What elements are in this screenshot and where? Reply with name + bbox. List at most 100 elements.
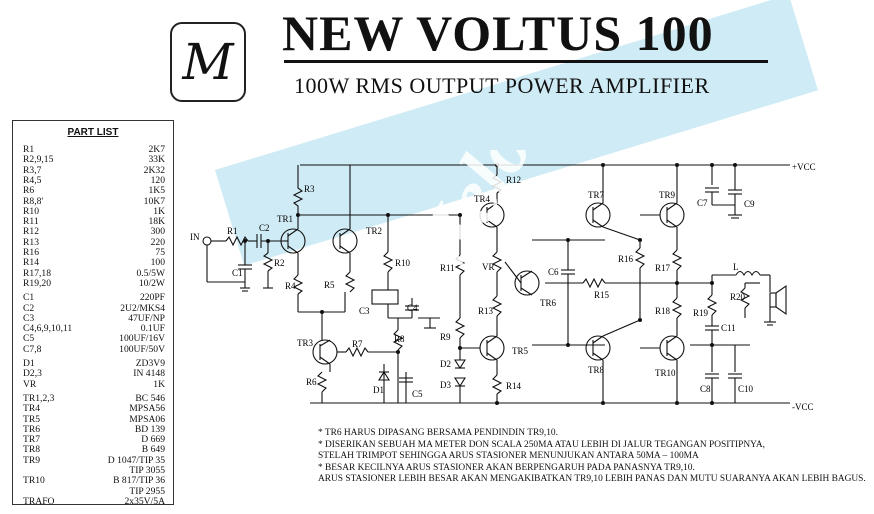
part-name: R2,9,15 xyxy=(23,154,54,166)
r3-label: R3 xyxy=(304,184,315,194)
part-name: TR6 xyxy=(23,423,41,435)
c5-label: C5 xyxy=(412,389,423,399)
part-value: BD 139 xyxy=(134,423,165,435)
part-name: R12 xyxy=(23,226,39,238)
part-value: MPSA56 xyxy=(129,403,165,415)
part-name: R8,8' xyxy=(23,195,44,207)
vcc-negative-label: -VCC xyxy=(792,402,814,412)
r9-symbol xyxy=(454,317,466,339)
part-list-row: TR10 B 817/TIP 36 xyxy=(23,476,165,486)
part-list-row: TR6 BD 139 xyxy=(23,423,165,435)
r11-symbol xyxy=(454,254,466,276)
part-name: TR5 xyxy=(23,413,41,425)
part-list-row: R6 1K5 xyxy=(23,186,165,196)
part-value: 0.1UF xyxy=(140,323,165,335)
r18-label: R18 xyxy=(655,306,671,316)
part-name: R17,18 xyxy=(23,267,51,279)
vr-symbol xyxy=(491,251,503,273)
part-name: TR10 xyxy=(23,475,45,487)
part-name: R16 xyxy=(23,247,39,258)
r19-symbol xyxy=(706,294,718,316)
r13-symbol xyxy=(491,295,503,317)
r10-label: R10 xyxy=(395,258,411,268)
r6-symbol xyxy=(316,371,328,393)
page-subtitle: 100W RMS OUTPUT POWER AMPLIFIER xyxy=(294,73,710,98)
r5-label: R5 xyxy=(324,280,335,290)
tr2-label: TR2 xyxy=(366,226,382,236)
part-value: 2K7 xyxy=(148,144,165,155)
vr-label: VR xyxy=(482,262,495,272)
c1-label: C1 xyxy=(232,268,243,278)
part-value: 2K32 xyxy=(143,164,165,176)
part-list-row: TIP 2955 xyxy=(23,485,165,497)
part-value: 10K7 xyxy=(143,195,165,207)
r10-symbol xyxy=(382,251,394,273)
part-list-title: PART LIST xyxy=(67,127,119,138)
d2-label: D2 xyxy=(440,359,451,369)
tr5-label: TR5 xyxy=(512,346,529,356)
r11-label: R11 xyxy=(440,263,455,273)
part-name: C4,6,9,10,11 xyxy=(23,323,73,335)
part-name: TR9 xyxy=(23,454,41,466)
part-value: 47UF/NP xyxy=(128,312,165,324)
tr8-symbol xyxy=(585,335,611,361)
logo-letter: M xyxy=(182,33,234,91)
r16-symbol xyxy=(634,247,646,269)
part-value: TIP 2955 xyxy=(129,485,165,497)
part-value: 33K xyxy=(148,154,165,166)
part-value: 10/2W xyxy=(138,277,165,289)
tr8-label: TR8 xyxy=(588,365,605,375)
r3-symbol xyxy=(292,165,304,210)
r2-label: R2 xyxy=(274,258,285,268)
note-line: * DISERIKAN SEBUAH MA METER DON SCALA 25… xyxy=(318,439,766,450)
note-line: STELAH TRIMPOT SEHINGGA ARUS STASIONER M… xyxy=(318,451,699,461)
part-value: D 1047/TIP 35 xyxy=(107,454,165,466)
notes-block: * TR6 HARUS DIPASANG BERSAMA PENDINDIN T… xyxy=(318,428,866,486)
part-value: B 817/TIP 36 xyxy=(113,475,165,487)
r9-label: R9 xyxy=(440,332,451,342)
part-value: 2x35V/5A xyxy=(124,495,165,507)
part-value: 1K5 xyxy=(148,185,165,197)
amplifier-schematic: Melody +VCC -VCC IN R1 C2 C1 R2 R3 TR1 R… xyxy=(190,150,816,412)
part-list-row: R8,8' 10K7 xyxy=(23,195,165,207)
part-value: D 669 xyxy=(141,434,165,446)
part-value: B 649 xyxy=(141,444,165,456)
part-value: 100 xyxy=(150,257,165,269)
part-name: R4,5 xyxy=(23,174,42,186)
tr2-symbol xyxy=(332,228,358,254)
part-value: 75 xyxy=(155,247,165,258)
c8-label: C8 xyxy=(700,384,711,394)
c3-label: C3 xyxy=(359,306,370,316)
tr3-label: TR3 xyxy=(297,338,314,348)
part-name: R6 xyxy=(23,185,35,197)
r15-label: R15 xyxy=(594,290,610,300)
part-name: TR1,2,3 xyxy=(23,392,55,404)
part-name: C1 xyxy=(23,292,35,304)
inductor-label: L xyxy=(733,262,739,272)
part-list-row: R2,9,15 33K xyxy=(23,155,165,165)
part-value: 2U2/MKS4 xyxy=(120,302,165,314)
tr7-label: TR7 xyxy=(588,190,605,200)
part-value: 1K xyxy=(153,205,165,217)
tr1-symbol xyxy=(280,228,306,254)
part-name: TR7 xyxy=(23,434,41,446)
title-underline xyxy=(284,60,768,63)
vcc-positive-label: +VCC xyxy=(792,162,816,172)
inductor-l-symbol xyxy=(735,270,761,277)
r7-symbol xyxy=(345,346,369,358)
part-value: 100UF/50V xyxy=(119,343,165,355)
r8-symbol xyxy=(392,329,404,351)
speaker-symbol xyxy=(769,292,777,308)
r14-symbol xyxy=(491,374,503,395)
part-value: ZD3V9 xyxy=(135,358,165,369)
r1-symbol xyxy=(225,235,249,247)
r17-label: R17 xyxy=(655,263,671,273)
